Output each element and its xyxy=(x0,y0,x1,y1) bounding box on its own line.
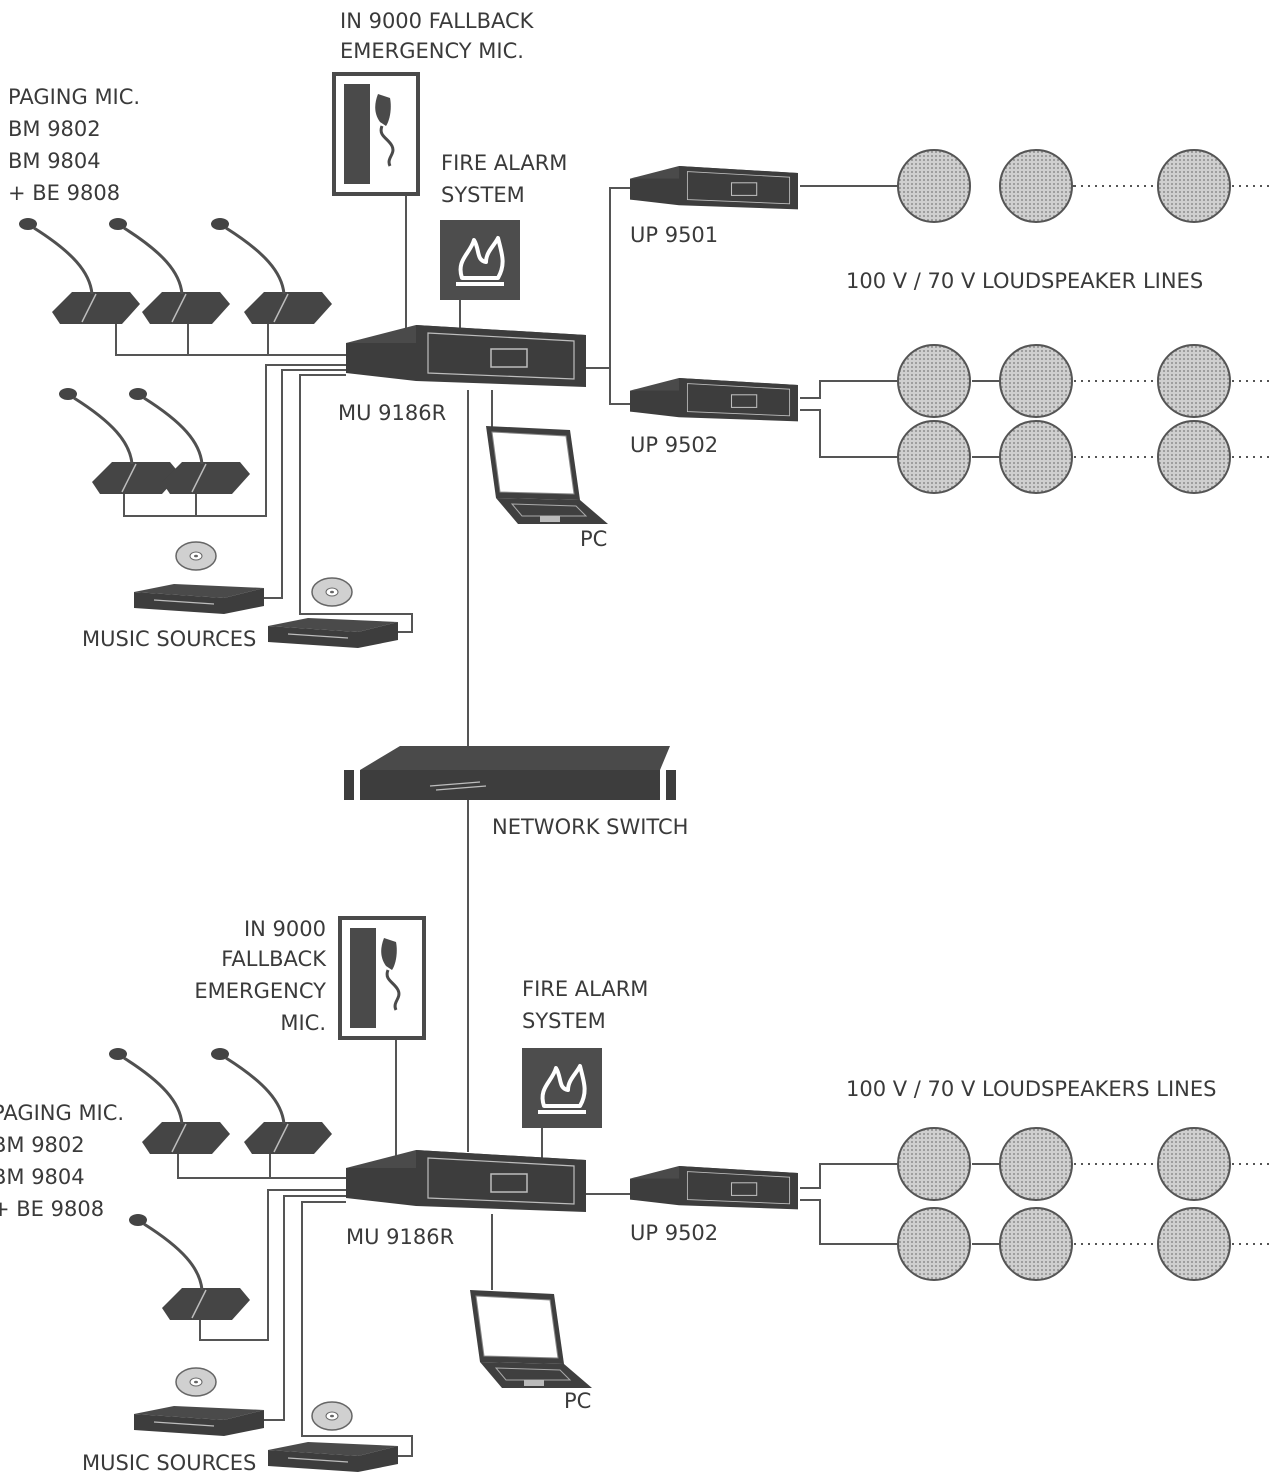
paging-mic-label-bottom-1: PAGING MIC. xyxy=(0,1101,124,1125)
fire-alarm-icon-top xyxy=(438,218,522,302)
amp-up9501-top xyxy=(629,165,799,210)
mixer-label-bottom: MU 9186R xyxy=(346,1225,454,1249)
paging-mic-label-bottom-3: BM 9804 xyxy=(0,1165,85,1189)
amp-up9502-bottom xyxy=(629,1165,799,1210)
paging-mic-top-4 xyxy=(57,386,182,496)
fire-alarm-label-bottom-2: SYSTEM xyxy=(522,1009,606,1033)
paging-mic-label-top-2: BM 9802 xyxy=(8,117,101,141)
paging-mic-top-3 xyxy=(209,216,334,326)
mixer-bottom xyxy=(345,1149,587,1213)
paging-mic-label-top-4: + BE 9808 xyxy=(8,181,120,205)
mixer-top xyxy=(345,324,587,388)
bottom-wires xyxy=(177,1036,1000,1457)
paging-mic-label-bottom-2: BM 9802 xyxy=(0,1133,85,1157)
laptop-icon-bottom xyxy=(469,1289,593,1389)
music-source-bottom-1 xyxy=(133,1367,265,1437)
pc-label-top: PC xyxy=(580,527,607,551)
fire-alarm-icon-bottom xyxy=(520,1046,604,1130)
top-wires xyxy=(115,185,1074,752)
paging-mic-bottom-1 xyxy=(107,1046,232,1156)
pc-label-bottom: PC xyxy=(564,1389,591,1413)
paging-mic-top-1 xyxy=(17,216,142,326)
music-label-top: MUSIC SOURCES xyxy=(82,627,256,651)
fallback-mic-label-bottom-4: MIC. xyxy=(280,1011,326,1035)
network-switch xyxy=(344,746,676,800)
paging-mic-label-bottom-4: + BE 9808 xyxy=(0,1197,104,1221)
fallback-mic-box-top xyxy=(332,72,420,196)
paging-mic-label-top-1: PAGING MIC. xyxy=(8,85,140,109)
amp-1-label-top: UP 9501 xyxy=(630,223,718,247)
fallback-mic-label-top-1: IN 9000 FALLBACK xyxy=(340,9,535,33)
fallback-mic-label-bottom-3: EMERGENCY xyxy=(194,979,326,1003)
top-devices xyxy=(17,72,799,649)
network-switch-label: NETWORK SWITCH xyxy=(492,815,688,839)
mixer-label-top: MU 9186R xyxy=(338,401,446,425)
paging-mic-bottom-2 xyxy=(209,1046,334,1156)
laptop-icon-top xyxy=(485,425,609,525)
fire-alarm-label-top-1: FIRE ALARM xyxy=(441,151,567,175)
labels: PAGING MIC. BM 9802 BM 9804 + BE 9808 IN… xyxy=(0,9,1216,1475)
music-source-top-1 xyxy=(133,541,265,615)
speaker-lines-label-bottom: 100 V / 70 V LOUDSPEAKERS LINES xyxy=(846,1077,1216,1101)
fallback-mic-label-bottom-1: IN 9000 xyxy=(244,917,326,941)
speaker-lines-label-top: 100 V / 70 V LOUDSPEAKER LINES xyxy=(846,269,1203,293)
fallback-mic-label-bottom-2: FALLBACK xyxy=(221,947,327,971)
amp-2-label-top: UP 9502 xyxy=(630,433,718,457)
fallback-mic-box-bottom xyxy=(338,916,426,1040)
fire-alarm-label-top-2: SYSTEM xyxy=(441,183,525,207)
amp-label-bottom: UP 9502 xyxy=(630,1221,718,1245)
paging-mic-label-top-3: BM 9804 xyxy=(8,149,101,173)
bottom-speakers xyxy=(897,1127,1272,1281)
paging-mic-bottom-3 xyxy=(127,1212,252,1322)
fire-alarm-label-bottom-1: FIRE ALARM xyxy=(522,977,648,1001)
fallback-mic-label-top-2: EMERGENCY MIC. xyxy=(340,39,524,63)
amp-up9502-top xyxy=(629,377,799,422)
music-label-bottom: MUSIC SOURCES xyxy=(82,1451,256,1475)
top-speakers xyxy=(897,149,1272,494)
